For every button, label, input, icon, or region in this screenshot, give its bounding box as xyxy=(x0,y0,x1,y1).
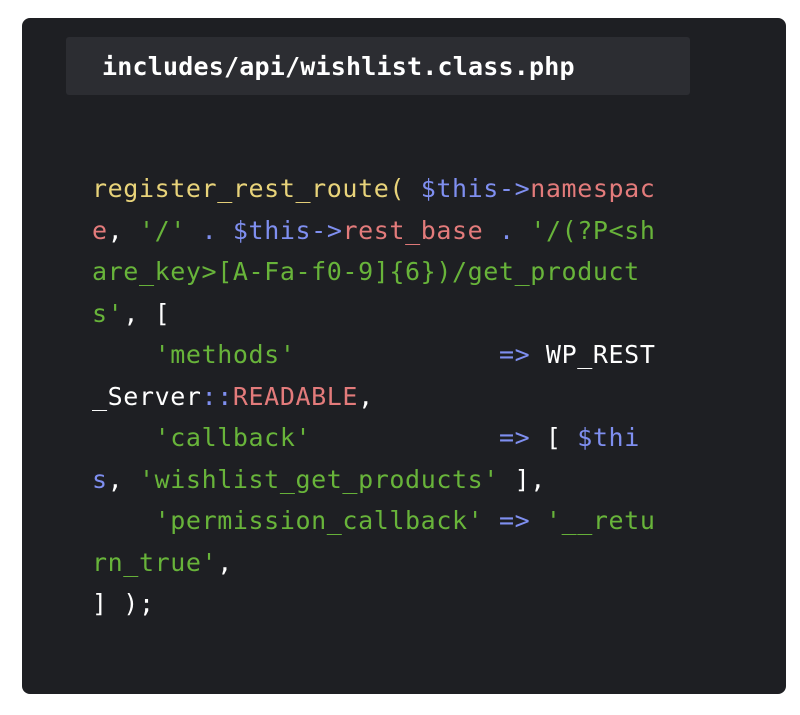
code-token xyxy=(92,423,155,452)
file-name: includes/api/wishlist.class.php xyxy=(102,51,575,81)
code-token: s' xyxy=(92,298,124,328)
code-token: $thi xyxy=(577,423,640,452)
code-line: _Server::READABLE, xyxy=(92,376,656,418)
code-token: $this-> xyxy=(420,174,531,203)
code-token xyxy=(405,174,421,203)
code-line: register_rest_route( $this->namespac xyxy=(92,168,656,210)
code-token: , xyxy=(107,464,139,494)
code-token: 'permission_callback' xyxy=(154,506,484,535)
code-token xyxy=(92,506,155,535)
code-line: are_key>[A-Fa-f0-9]{6})/get_product xyxy=(92,251,656,293)
code-token: e xyxy=(92,215,108,245)
code-line: ] ); xyxy=(92,583,656,625)
code-line: 'callback' => [ $thi xyxy=(92,417,656,459)
code-token: , [ xyxy=(123,298,171,328)
code-token: namespac xyxy=(530,174,656,203)
code-token: '/(?P<sh xyxy=(530,215,656,245)
code-snippet-card: includes/api/wishlist.class.php register… xyxy=(22,18,786,694)
code-token: 'callback' xyxy=(154,423,312,452)
code-line: 'permission_callback' => '__retu xyxy=(92,500,656,542)
code-token xyxy=(530,506,546,535)
code-token: 'methods' xyxy=(154,340,296,369)
code-token: $this-> xyxy=(232,215,343,245)
code-token: are_key>[A-Fa-f0-9]{6})/get_product xyxy=(92,257,640,286)
code-token: WP_REST xyxy=(530,340,656,369)
code-token xyxy=(295,340,498,369)
code-token: , xyxy=(217,547,233,577)
code-line: s, 'wishlist_get_products' ], xyxy=(92,459,656,501)
code-token: rest_base xyxy=(342,215,484,245)
code-token: => xyxy=(498,506,531,535)
code-token: ] ); xyxy=(92,589,155,618)
code-token: => xyxy=(498,423,531,452)
code-token: :: xyxy=(201,381,233,411)
code-token: _Server xyxy=(92,381,202,411)
code-token: => xyxy=(498,340,531,369)
code-token: . xyxy=(483,215,531,245)
code-token: [ xyxy=(530,423,578,452)
code-token: , xyxy=(358,381,374,411)
code-line: rn_true', xyxy=(92,542,656,584)
code-line: s', [ xyxy=(92,293,656,335)
code-token xyxy=(92,340,155,369)
file-name-tab: includes/api/wishlist.class.php xyxy=(66,37,690,95)
code-token: '/' xyxy=(138,215,186,245)
code-line: e, '/' . $this->rest_base . '/(?P<sh xyxy=(92,210,656,252)
code-token: ], xyxy=(498,464,546,494)
code-token: rn_true' xyxy=(92,547,218,577)
code-token: READABLE xyxy=(232,381,359,411)
code-token: '__retu xyxy=(545,506,656,535)
code-token: 'wishlist_get_products' xyxy=(138,464,499,494)
code-token: . xyxy=(185,215,233,245)
code-token xyxy=(483,506,499,535)
code-line: 'methods' => WP_REST xyxy=(92,334,656,376)
code-token: , xyxy=(107,215,139,245)
code-token: s xyxy=(92,464,108,494)
code-token xyxy=(311,423,499,452)
code-token: register_rest_route( xyxy=(92,174,406,203)
